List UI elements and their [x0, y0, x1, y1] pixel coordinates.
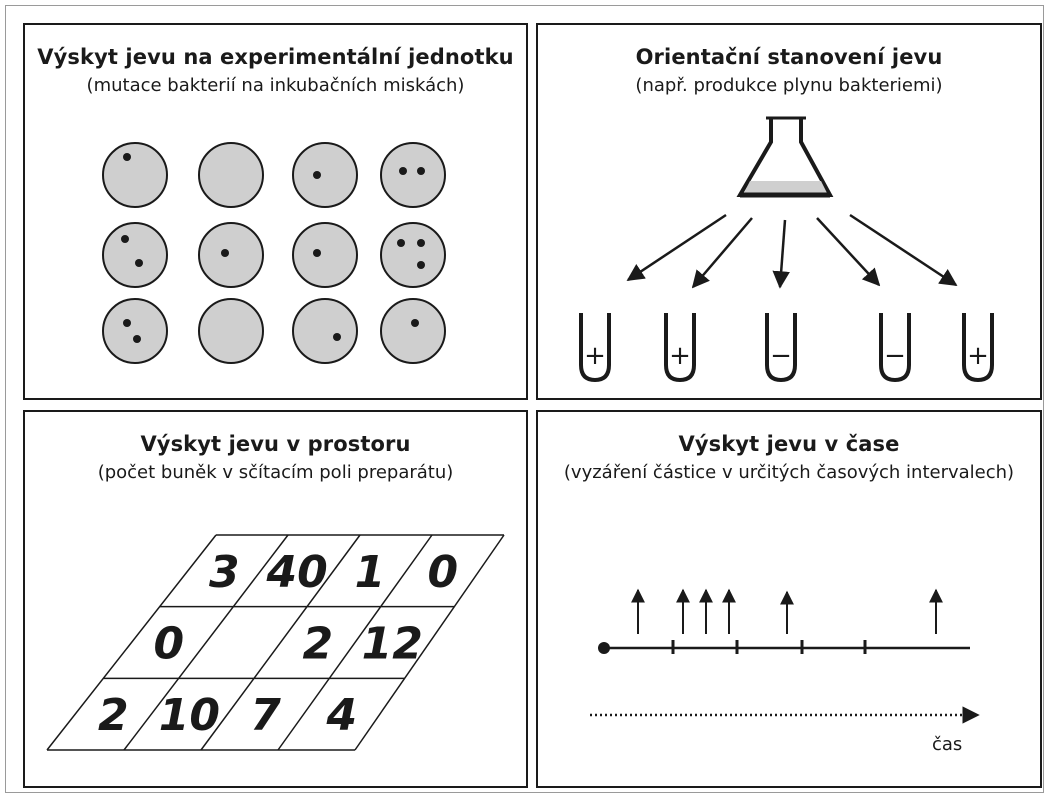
- petri-dish: [198, 142, 264, 208]
- mutation-dot: [397, 239, 405, 247]
- mutation-dot: [121, 235, 129, 243]
- grid-cell-count: 2: [302, 619, 333, 670]
- mutation-dot: [123, 153, 131, 161]
- mutation-dot: [135, 259, 143, 267]
- petri-dish: [292, 142, 358, 208]
- mutation-dot: [313, 171, 321, 179]
- flask-icon: [736, 116, 834, 198]
- tube-result-sign: +: [669, 341, 691, 371]
- petri-dish: [380, 222, 446, 288]
- grid-cell-count: 3: [209, 547, 240, 598]
- petri-dish: [102, 222, 168, 288]
- grid-cell-count: 1: [355, 547, 386, 598]
- panel-time-title: Výskyt jevu v čase: [678, 432, 900, 456]
- panel-unit-subtitle: (mutace bakterií na inkubačních miskách): [86, 75, 465, 96]
- petri-dish: [198, 298, 264, 364]
- panel-space-subtitle: (počet buněk v sčítacím poli preparátu): [97, 462, 454, 483]
- test-tubes: + + − − +: [579, 313, 994, 383]
- panel-space: Výskyt jevu v prostoru (počet buněk v sč…: [23, 410, 528, 788]
- petri-dish: [292, 298, 358, 364]
- mutation-dot: [417, 167, 425, 175]
- panel-orientation-title: Orientační stanovení jevu: [635, 45, 943, 69]
- test-tube: +: [664, 313, 696, 383]
- mutation-dot: [333, 333, 341, 341]
- distribution-arrow: [816, 217, 881, 287]
- timeline: [590, 588, 980, 724]
- mutation-dot: [399, 167, 407, 175]
- petri-dish: [380, 142, 446, 208]
- mutation-dot: [221, 249, 229, 257]
- distribution-arrow: [772, 219, 790, 289]
- tube-result-sign: −: [884, 341, 906, 371]
- mutation-dot: [411, 319, 419, 327]
- grid-cell-count: 0: [153, 619, 184, 670]
- time-origin-dot: [598, 642, 610, 654]
- panel-time: Výskyt jevu v čase (vyzáření částice v u…: [536, 410, 1042, 788]
- grid-cell-count: 2: [98, 690, 129, 741]
- panel-orientation-subtitle: (např. produkce plynu bakteriemi): [635, 75, 943, 96]
- petri-dish: [198, 222, 264, 288]
- test-tube: −: [879, 313, 911, 383]
- panel-orientation: Orientační stanovení jevu (např. produkc…: [536, 23, 1042, 400]
- distribution-arrow: [626, 213, 727, 282]
- grid-cell-count: 7: [250, 690, 281, 741]
- test-tube: +: [579, 313, 611, 383]
- tube-result-sign: −: [770, 341, 792, 371]
- petri-dish: [380, 298, 446, 364]
- tube-result-sign: +: [967, 341, 989, 371]
- grid-cell-count: 4: [325, 690, 357, 741]
- test-tube: +: [962, 313, 994, 383]
- mutation-dot: [313, 249, 321, 257]
- petri-dish: [292, 222, 358, 288]
- emission-arrows: [631, 588, 943, 634]
- panel-space-title: Výskyt jevu v prostoru: [140, 432, 411, 456]
- figure-frame: Výskyt jevu na experimentální jednotku (…: [5, 5, 1044, 793]
- panel-unit-title: Výskyt jevu na experimentální jednotku: [37, 45, 514, 69]
- tube-result-sign: +: [584, 341, 606, 371]
- petri-dish: [102, 142, 168, 208]
- grid-cell-count: 12: [362, 619, 423, 670]
- panel-unit: Výskyt jevu na experimentální jednotku (…: [23, 23, 528, 400]
- distribution-arrow: [849, 213, 958, 287]
- distribution-arrows: [626, 213, 958, 289]
- flask-and-tubes: + + − − +: [579, 116, 994, 383]
- mutation-dot: [123, 319, 131, 327]
- petri-dish: [102, 298, 168, 364]
- grid-cell-count: 10: [159, 690, 220, 741]
- grid-cell-count: 0: [427, 547, 458, 598]
- petri-dish-grid: [102, 142, 446, 364]
- mutation-dot: [417, 239, 425, 247]
- time-axis-label: čas: [932, 734, 963, 755]
- interval-ticks: [671, 640, 867, 654]
- mutation-dot: [417, 261, 425, 269]
- mutation-dot: [133, 335, 141, 343]
- grid-cell-count: 40: [265, 547, 327, 598]
- test-tube: −: [765, 313, 797, 383]
- panel-time-subtitle: (vyzáření částice v určitých časových in…: [563, 462, 1015, 483]
- distribution-arrow: [691, 217, 753, 289]
- grid-lines: [46, 534, 505, 751]
